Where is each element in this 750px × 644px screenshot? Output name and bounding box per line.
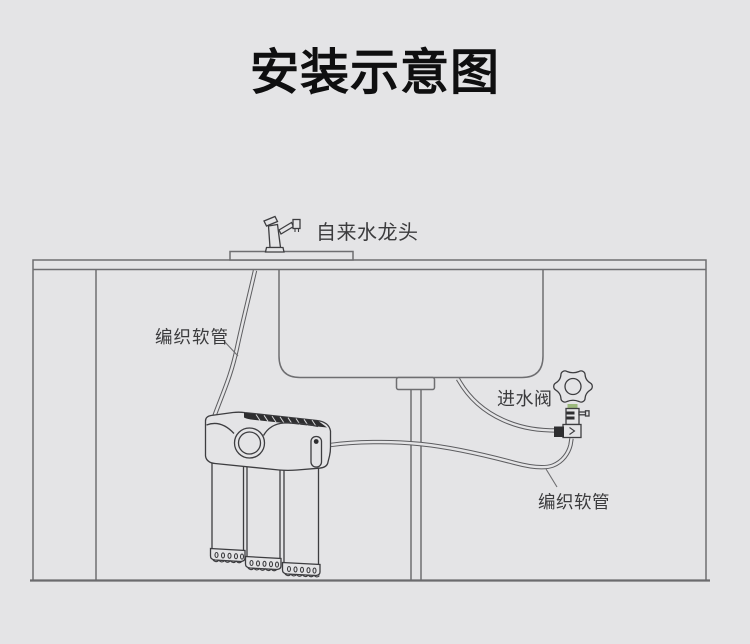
drain-pipe xyxy=(410,389,422,580)
leader-hose-left xyxy=(223,340,239,357)
hose-supply-to-valve xyxy=(456,377,558,433)
valve-nut xyxy=(562,423,582,439)
faucet xyxy=(229,215,354,261)
faucet-base-plate xyxy=(229,250,354,261)
faucet-spout-tip xyxy=(292,218,301,230)
faucet-spout-outlet xyxy=(294,228,300,232)
valve-body-detail-top xyxy=(566,411,575,415)
faucet-body xyxy=(267,223,282,249)
valve-knob-center xyxy=(564,377,582,396)
filter-head-contour-right xyxy=(262,422,319,436)
leader-hose-right xyxy=(545,468,558,488)
cartridge-ring-right xyxy=(281,561,321,578)
filter-dial-inner xyxy=(237,431,262,455)
drain-flange xyxy=(395,376,436,391)
label-tap-faucet: 自来水龙头 xyxy=(316,222,419,244)
valve-body-detail-bottom xyxy=(566,416,575,420)
filter-outlet-port xyxy=(310,435,323,468)
filter-outlet-dot xyxy=(313,439,319,444)
page-title: 安装示意图 xyxy=(249,46,500,100)
filter-cartridge-left xyxy=(211,454,245,553)
faucet-base xyxy=(264,246,285,253)
label-braided-hose-right: 编织软管 xyxy=(538,492,610,512)
sink-basin xyxy=(278,269,544,379)
faucet-handle xyxy=(263,215,279,227)
cartridge-ring-middle xyxy=(244,555,282,572)
valve-green-band xyxy=(567,404,578,409)
inlet-valve xyxy=(553,370,593,439)
cabinet-outline xyxy=(32,259,707,580)
filter-cartridge-right xyxy=(283,461,320,566)
filter-cartridges xyxy=(209,454,321,578)
filter-cartridge-middle xyxy=(246,459,281,560)
hose-faucet-to-filter xyxy=(211,270,258,418)
filter-head xyxy=(204,411,332,472)
valve-inlet-fitting xyxy=(554,426,564,437)
label-inlet-valve: 进水阀 xyxy=(497,389,553,409)
valve-nut-mark xyxy=(569,427,576,435)
valve-lever-cap xyxy=(584,410,590,417)
cartridge-ring-left xyxy=(209,547,246,564)
faucet-spout-arm xyxy=(278,221,295,235)
hose-filter-to-valve xyxy=(330,438,574,470)
label-braided-hose-left: 编织软管 xyxy=(155,327,229,347)
filter-head-contour-left xyxy=(206,422,235,434)
